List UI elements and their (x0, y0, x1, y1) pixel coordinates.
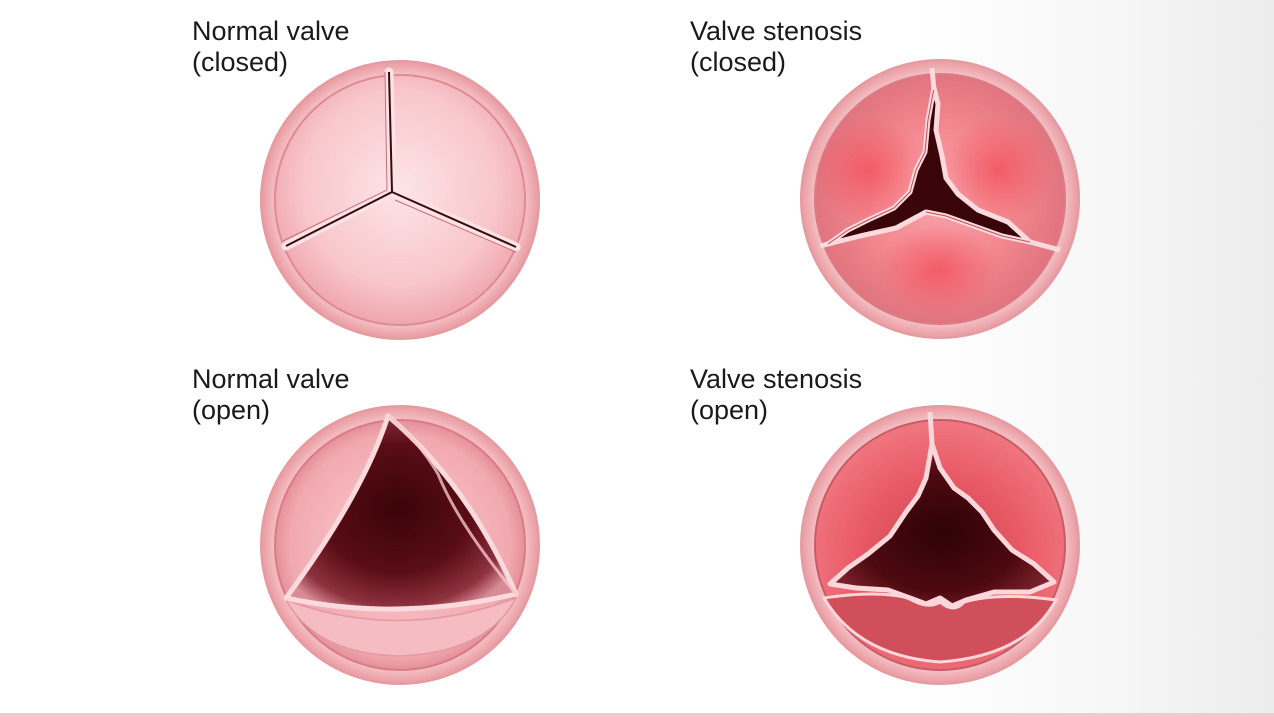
stenosis-closed-title: Valve stenosis (690, 16, 863, 46)
stenosis-open-title: Valve stenosis (690, 364, 863, 394)
stenosis-closed-label: Valve stenosis (closed) (690, 16, 862, 78)
normal-valve-closed-illustration (260, 60, 540, 340)
normal-open-state: (open) (192, 395, 271, 425)
stenosis-valve-closed-illustration (800, 59, 1080, 339)
stenosis-open-state: (open) (690, 395, 769, 425)
stenosis-closed-state: (closed) (690, 47, 787, 77)
normal-open-label: Normal valve (open) (192, 364, 350, 426)
stenosis-valve-open-illustration (800, 405, 1080, 685)
stenosis-open-label: Valve stenosis (open) (690, 364, 862, 426)
normal-closed-title: Normal valve (192, 16, 350, 46)
normal-open-title: Normal valve (192, 364, 350, 394)
normal-valve-open-illustration (260, 405, 540, 685)
bottom-divider (0, 713, 1274, 717)
normal-closed-state: (closed) (192, 47, 289, 77)
normal-closed-label: Normal valve (closed) (192, 16, 350, 78)
